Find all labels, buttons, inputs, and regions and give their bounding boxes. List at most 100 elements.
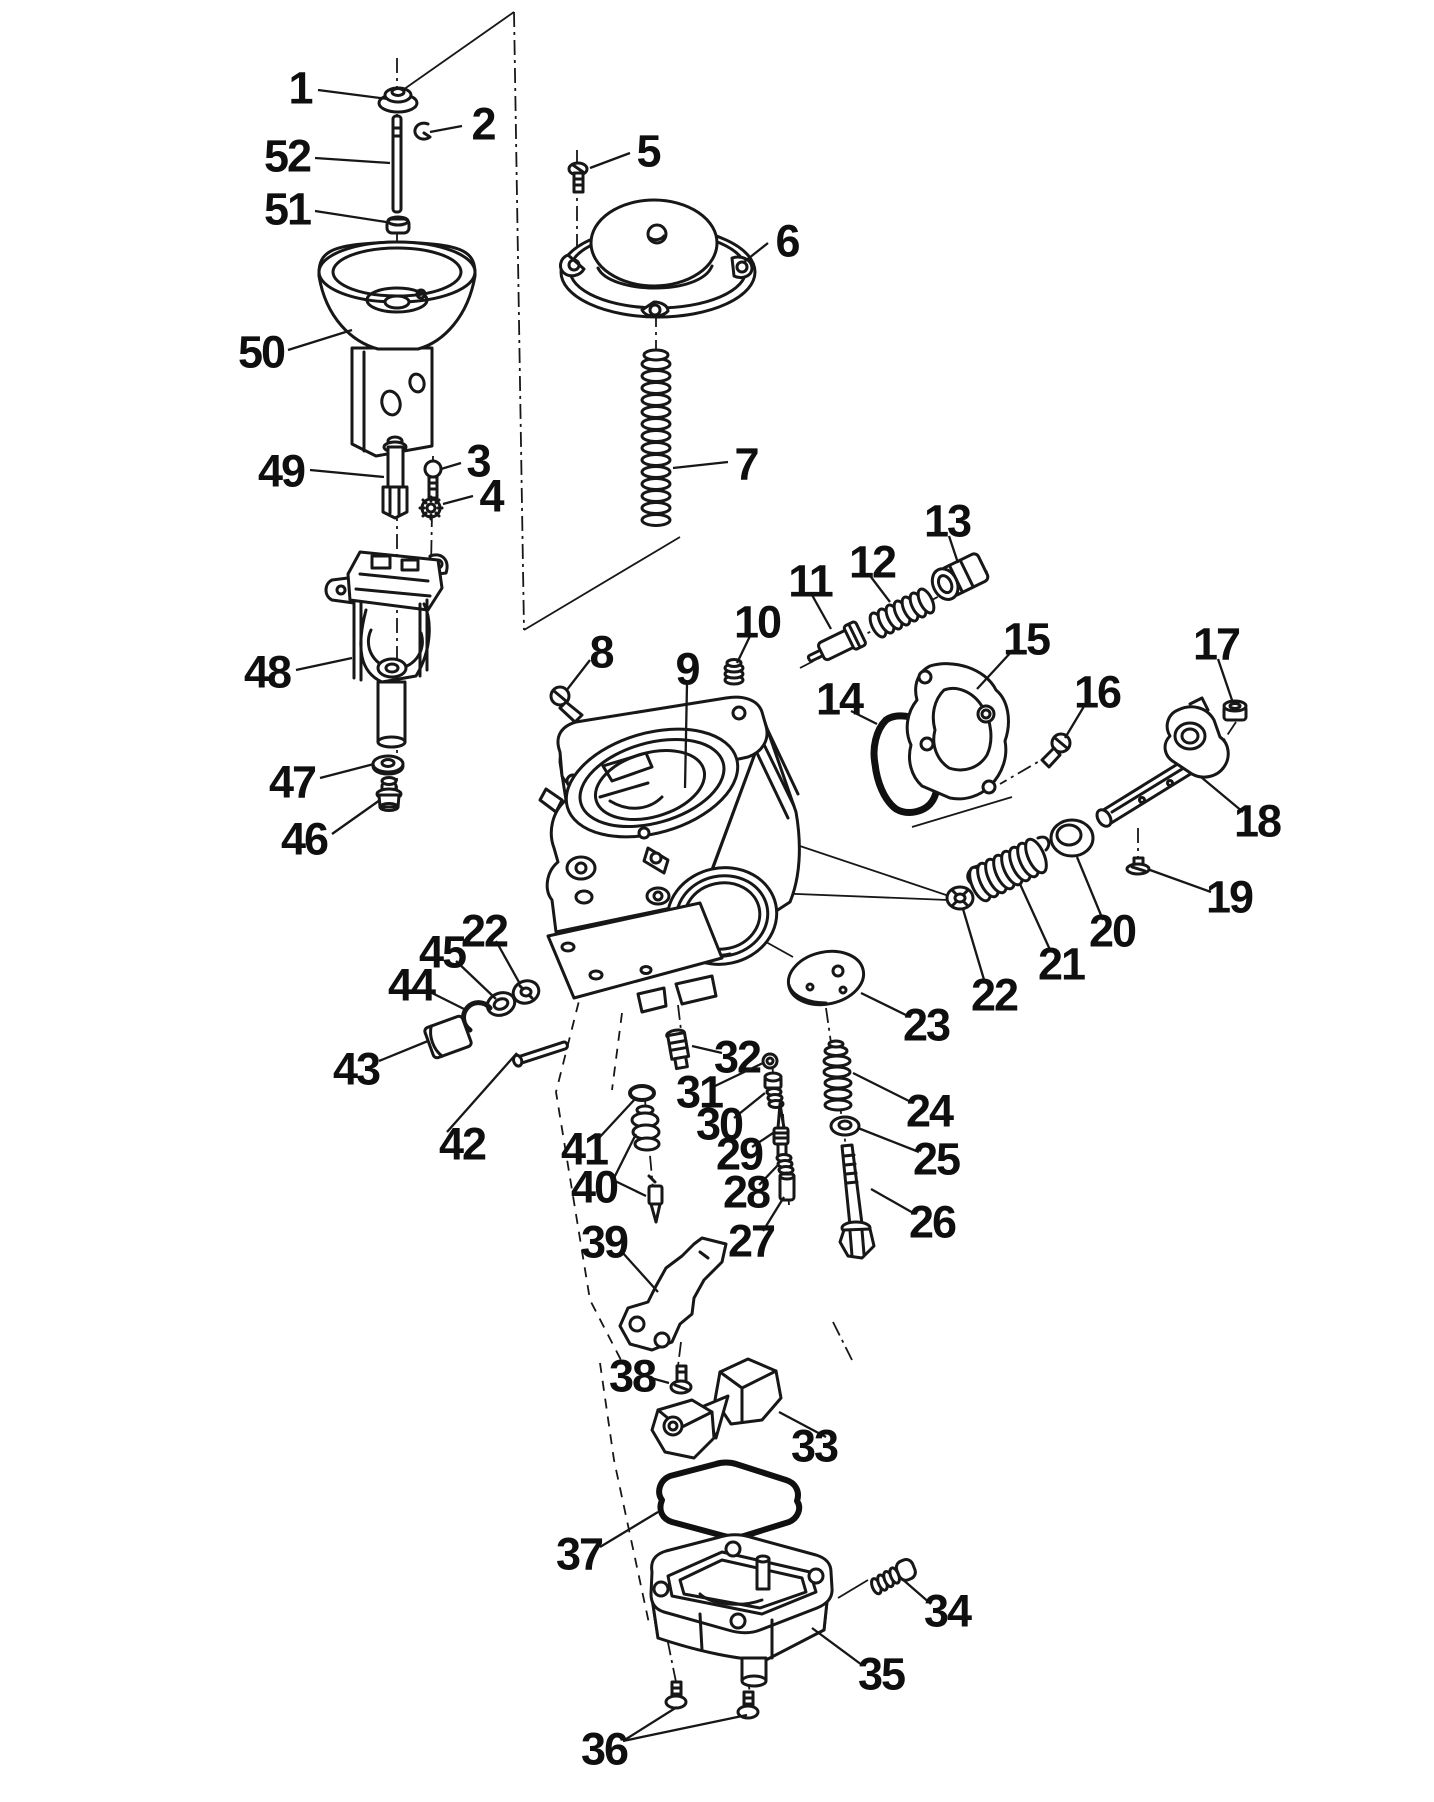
leader-line-40 (612, 1178, 647, 1198)
leader-line-15 (976, 649, 1014, 690)
leader-line-32 (691, 1044, 723, 1055)
part-34-drain-screw (870, 1558, 917, 1596)
callout-8: 8 (589, 627, 613, 678)
leader-line-25 (857, 1126, 920, 1154)
callout-22: 22 (971, 970, 1018, 1021)
callout-22: 22 (461, 906, 508, 957)
part-4-star-washer (418, 495, 444, 521)
part-2-clip (413, 121, 432, 141)
callout-36: 36 (581, 1724, 628, 1775)
leader-line-47 (319, 762, 375, 780)
leader-line-8 (565, 659, 591, 692)
callout-14: 14 (816, 674, 864, 725)
callout-3: 3 (466, 436, 490, 487)
part-21-return-spring (966, 835, 1051, 903)
leader-line-26 (870, 1188, 916, 1215)
part-27-sleeve (778, 1171, 796, 1202)
callout-4: 4 (479, 471, 504, 522)
callout-51: 51 (264, 184, 311, 235)
leader-line-12 (870, 576, 891, 603)
part-42-pin (511, 1040, 569, 1068)
leader-line-33 (778, 1410, 827, 1439)
leader-line-46 (331, 799, 381, 835)
part-11-starter-plunger (806, 620, 867, 663)
callout-48: 48 (244, 647, 291, 698)
callout-46: 46 (281, 814, 328, 865)
leader-line-13 (947, 535, 960, 564)
callout-28: 28 (723, 1167, 770, 1218)
leader-line-37 (599, 1511, 659, 1548)
part-33-float (650, 1357, 783, 1460)
callout-39: 39 (581, 1217, 628, 1268)
part-19-screw (1125, 856, 1151, 876)
callout-45: 45 (419, 927, 466, 978)
part-49-needle-jet-holder (381, 435, 409, 520)
leader-line-40 (611, 1133, 638, 1181)
part-24-spring (822, 1039, 853, 1112)
callout-33: 33 (791, 1421, 838, 1472)
callout-52: 52 (264, 131, 311, 182)
callout-41: 41 (561, 1124, 608, 1175)
callout-29: 29 (716, 1129, 763, 1180)
callout-34: 34 (924, 1586, 972, 1637)
callout-21: 21 (1038, 939, 1085, 990)
leader-line-2 (429, 124, 463, 134)
leader-line-39 (621, 1251, 659, 1293)
leader-line-5 (589, 151, 631, 170)
leader-line-10 (735, 633, 753, 664)
leader-line-20 (1075, 856, 1105, 921)
part-25-washer (829, 1115, 861, 1137)
leader-line-48 (295, 656, 353, 672)
leader-line-14 (850, 709, 878, 726)
leader-line-7 (672, 460, 729, 470)
part-30-jet-with-spring (763, 1071, 785, 1109)
callout-26: 26 (909, 1197, 956, 1248)
leader-line-18 (1200, 776, 1244, 813)
callout-42: 42 (439, 1119, 486, 1170)
leader-line-11 (810, 594, 833, 630)
callout-18: 18 (1234, 796, 1281, 847)
leader-line-43 (378, 1039, 429, 1063)
leader-line-34 (900, 1577, 932, 1605)
callout-12: 12 (849, 537, 896, 588)
leader-line-31 (714, 1061, 764, 1088)
part-22-star-washer-left (511, 979, 541, 1005)
leader-line-30 (733, 1092, 766, 1119)
part-15-starter-cover (905, 662, 1010, 801)
part-44-c-clip (461, 1000, 493, 1033)
callout-30: 30 (696, 1099, 743, 1150)
leader-line-21 (1018, 883, 1053, 953)
leader-line-17 (1216, 658, 1235, 704)
part-7-slide-spring (640, 348, 672, 527)
part-48-float-chamber-frame (324, 550, 449, 749)
part-3-screw (423, 459, 443, 500)
part-40-needle-valve-set (630, 1104, 664, 1224)
part-32-main-jet (665, 1028, 691, 1071)
leader-line-36 (622, 1713, 748, 1743)
callout-40: 40 (571, 1162, 618, 1213)
leader-line-27 (762, 1196, 785, 1232)
leader-line-22 (494, 940, 522, 985)
leader-line-51 (314, 209, 387, 224)
leader-line-1 (317, 88, 389, 101)
callout-7: 7 (734, 439, 758, 490)
leader-line-24 (852, 1071, 914, 1105)
leader-line-29 (751, 1132, 774, 1148)
callout-24: 24 (906, 1086, 954, 1137)
leader-line-35 (811, 1627, 863, 1666)
part-29-pilot-screw (772, 1102, 790, 1158)
part-13-cable-fitting (930, 552, 990, 601)
part-46-valve-seat (375, 776, 403, 812)
part-51-spacer (385, 215, 411, 235)
part-39-bracket (618, 1236, 728, 1352)
callout-1: 1 (288, 63, 312, 114)
part-5-cover-screw (567, 161, 589, 194)
callout-38: 38 (609, 1351, 656, 1402)
part-35-float-bowl (649, 1533, 834, 1688)
part-36-bowl-screws (664, 1680, 760, 1720)
leader-line-3 (440, 461, 462, 471)
callout-6: 6 (775, 216, 799, 267)
callout-11: 11 (788, 556, 833, 607)
